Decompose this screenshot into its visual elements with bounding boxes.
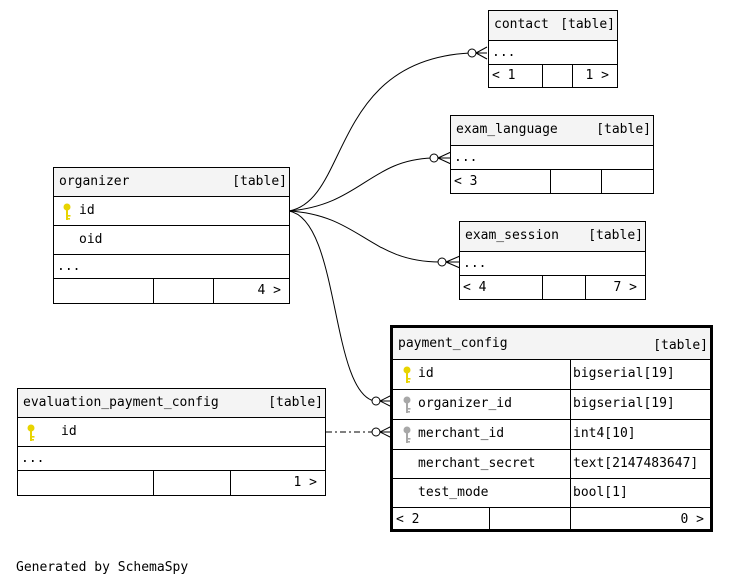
- table-kind: [table]: [268, 395, 323, 410]
- table-header: contact [table]: [489, 11, 617, 41]
- column-row-id: id: [18, 418, 325, 447]
- ellipsis-row: ...: [463, 256, 487, 271]
- ellipsis-row: ...: [21, 451, 45, 466]
- table-kind: [table]: [596, 122, 651, 137]
- column-row-test-mode: test_mode bool[1]: [393, 479, 710, 508]
- children-count[interactable]: 1 >: [585, 68, 609, 83]
- table-kind: [table]: [653, 338, 708, 353]
- table-exam-session[interactable]: exam_session [table] ... < 4 7 >: [459, 221, 646, 300]
- column-type: text[2147483647]: [573, 456, 699, 471]
- generated-by-label: Generated by SchemaSpy: [16, 560, 189, 575]
- column-row-oid: oid: [54, 226, 289, 255]
- table-row: ...: [460, 252, 645, 276]
- column-name: id: [418, 366, 434, 381]
- parents-count[interactable]: < 1: [492, 68, 516, 83]
- table-row: ...: [54, 255, 289, 279]
- table-kind: [table]: [560, 17, 615, 32]
- primary-key-icon: [403, 366, 411, 383]
- table-payment-config[interactable]: payment_config [table] id bigserial[19] …: [390, 325, 713, 532]
- table-header: payment_config [table]: [393, 328, 710, 360]
- relation-organizer-payment-config: [288, 210, 375, 402]
- parents-count[interactable]: < 4: [463, 280, 487, 295]
- column-name: organizer_id: [418, 396, 512, 411]
- column-row-merchant-id: merchant_id int4[10]: [393, 420, 710, 450]
- column-name: oid: [79, 232, 103, 247]
- table-kind: [table]: [232, 174, 287, 189]
- column-type: bool[1]: [573, 485, 628, 500]
- column-row-id: id bigserial[19]: [393, 360, 710, 390]
- column-name: id: [79, 203, 95, 218]
- table-row: ...: [489, 41, 617, 65]
- column-name: test_mode: [418, 485, 489, 500]
- table-footer: < 3: [451, 170, 653, 193]
- children-count[interactable]: 0 >: [680, 512, 704, 527]
- ellipsis-row: ...: [492, 45, 516, 60]
- crowsfoot-contact: [475, 46, 488, 60]
- table-contact[interactable]: contact [table] ... < 1 1 >: [488, 10, 618, 88]
- table-header: organizer [table]: [54, 168, 289, 197]
- column-row-id: id: [54, 197, 289, 226]
- table-name: evaluation_payment_config: [23, 395, 219, 410]
- table-footer: 4 >: [54, 279, 289, 303]
- column-name: merchant_secret: [418, 456, 536, 471]
- table-footer: 1 >: [18, 471, 325, 495]
- crowsfoot-circle-payment-config-organizer: [371, 396, 381, 406]
- table-footer: < 2 0 >: [393, 508, 710, 532]
- column-name: merchant_id: [418, 426, 505, 441]
- table-footer: < 1 1 >: [489, 65, 617, 87]
- table-kind: [table]: [588, 228, 643, 243]
- table-name: exam_language: [456, 122, 558, 137]
- primary-key-icon: [27, 424, 35, 441]
- relation-organizer-exam-session: [288, 210, 441, 263]
- primary-key-icon: [63, 203, 71, 220]
- foreign-key-icon: [403, 426, 411, 443]
- column-type: bigserial[19]: [573, 396, 675, 411]
- crowsfoot-exam-session: [445, 255, 461, 269]
- ellipsis-row: ...: [57, 259, 81, 274]
- column-row-merchant-secret: merchant_secret text[2147483647]: [393, 450, 710, 479]
- table-footer: < 4 7 >: [460, 276, 645, 299]
- table-row: ...: [451, 146, 653, 170]
- column-type: int4[10]: [573, 426, 636, 441]
- table-exam-language[interactable]: exam_language [table] ... < 3: [450, 115, 654, 194]
- table-header: exam_session [table]: [460, 222, 645, 252]
- children-count[interactable]: 4 >: [257, 283, 281, 298]
- table-name: contact: [494, 17, 549, 32]
- crowsfoot-circle-contact: [467, 48, 477, 58]
- table-name: payment_config: [398, 336, 508, 351]
- relation-organizer-exam-language: [288, 157, 433, 212]
- column-name: id: [61, 424, 77, 439]
- table-organizer[interactable]: organizer [table] id oid ... 4 >: [53, 167, 290, 304]
- crowsfoot-circle-exam-language: [429, 153, 439, 163]
- foreign-key-icon: [403, 396, 411, 413]
- parents-count[interactable]: < 3: [454, 174, 478, 189]
- table-header: exam_language [table]: [451, 116, 653, 146]
- column-row-organizer-id: organizer_id bigserial[19]: [393, 390, 710, 420]
- table-name: exam_session: [465, 228, 559, 243]
- children-count[interactable]: 7 >: [613, 280, 637, 295]
- table-name: organizer: [59, 174, 130, 189]
- crowsfoot-exam-language: [437, 151, 452, 165]
- crowsfoot-circle-exam-session: [437, 257, 447, 267]
- table-row: ...: [18, 447, 325, 471]
- relation-organizer-contact: [288, 52, 471, 212]
- children-count[interactable]: 1 >: [293, 475, 317, 490]
- column-type: bigserial[19]: [573, 366, 675, 381]
- table-header: evaluation_payment_config [table]: [18, 389, 325, 418]
- table-evaluation-payment-config[interactable]: evaluation_payment_config [table] id ...…: [17, 388, 326, 496]
- parents-count[interactable]: < 2: [396, 512, 420, 527]
- ellipsis-row: ...: [454, 150, 478, 165]
- crowsfoot-circle-payment-config-evaluation: [371, 427, 381, 437]
